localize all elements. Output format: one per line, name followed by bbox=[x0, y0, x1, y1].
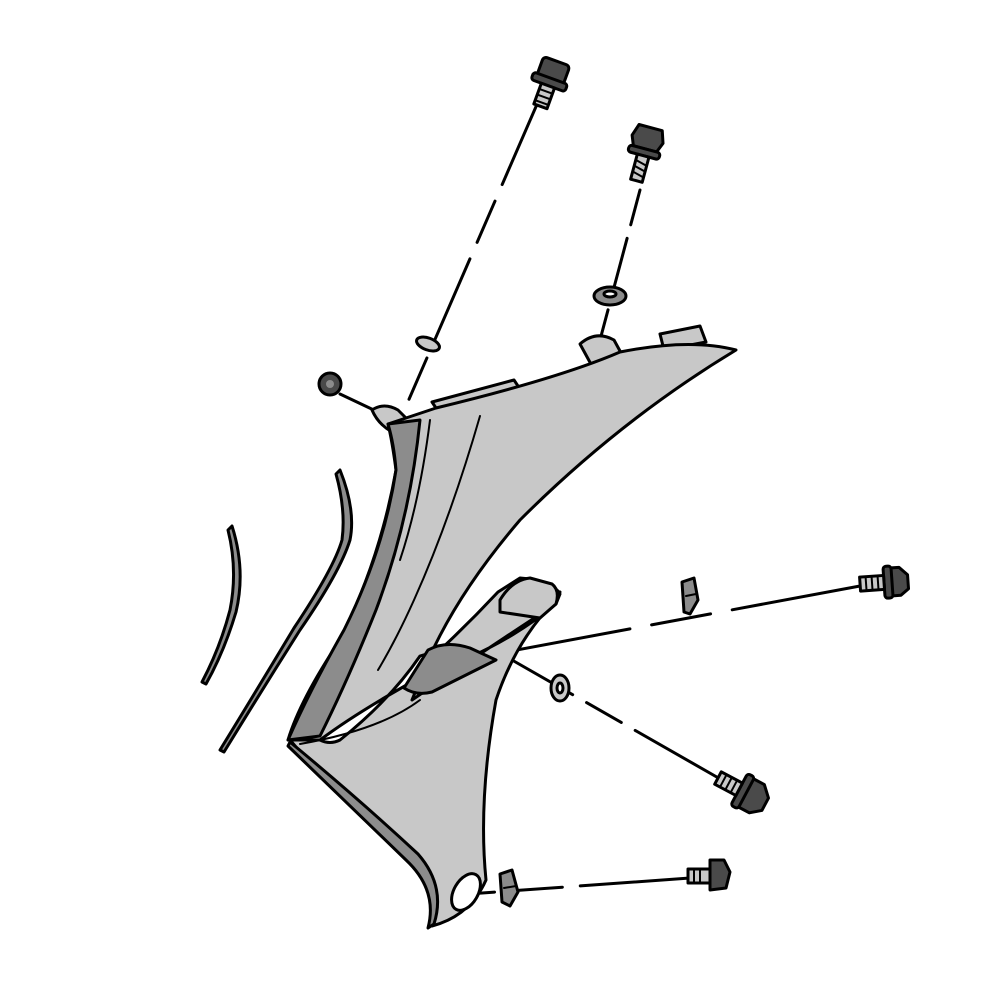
trim-strips bbox=[200, 468, 354, 754]
panel-crease-upper bbox=[377, 415, 481, 671]
bolt-lower bbox=[713, 770, 770, 815]
clip-nut-bottom bbox=[498, 868, 520, 908]
trim-strip-inner bbox=[200, 524, 242, 686]
washer-upper bbox=[592, 285, 628, 307]
panel-bottom-hole bbox=[450, 872, 482, 912]
cap-nut-left bbox=[317, 371, 343, 397]
panel-crease-inner bbox=[399, 419, 431, 561]
side-cover-panel bbox=[286, 324, 738, 930]
grommet-top bbox=[415, 335, 441, 353]
clip-nut-right bbox=[680, 576, 700, 616]
leader-line-bottom-bolt bbox=[466, 876, 692, 896]
panel-shaded-edge bbox=[286, 418, 422, 742]
washer-lower bbox=[549, 673, 571, 703]
leader-line-top-bolt bbox=[398, 100, 540, 422]
leader-line-lower-bolt bbox=[510, 658, 724, 782]
bolt-top bbox=[530, 56, 571, 111]
panel-lower-lobe-edge bbox=[286, 740, 440, 930]
leader-line-upper-bolt bbox=[598, 188, 642, 342]
panel-slot-notch bbox=[402, 643, 498, 695]
bolt-bottom bbox=[686, 858, 732, 892]
panel-crease-lower bbox=[299, 699, 421, 745]
bolt-right bbox=[858, 564, 911, 600]
trim-strip-outer bbox=[218, 468, 354, 754]
leader-line-right-bolt bbox=[418, 584, 862, 670]
bolt-upper-right bbox=[626, 123, 665, 184]
panel-right-flange bbox=[498, 576, 559, 620]
leader-lines bbox=[338, 100, 862, 896]
